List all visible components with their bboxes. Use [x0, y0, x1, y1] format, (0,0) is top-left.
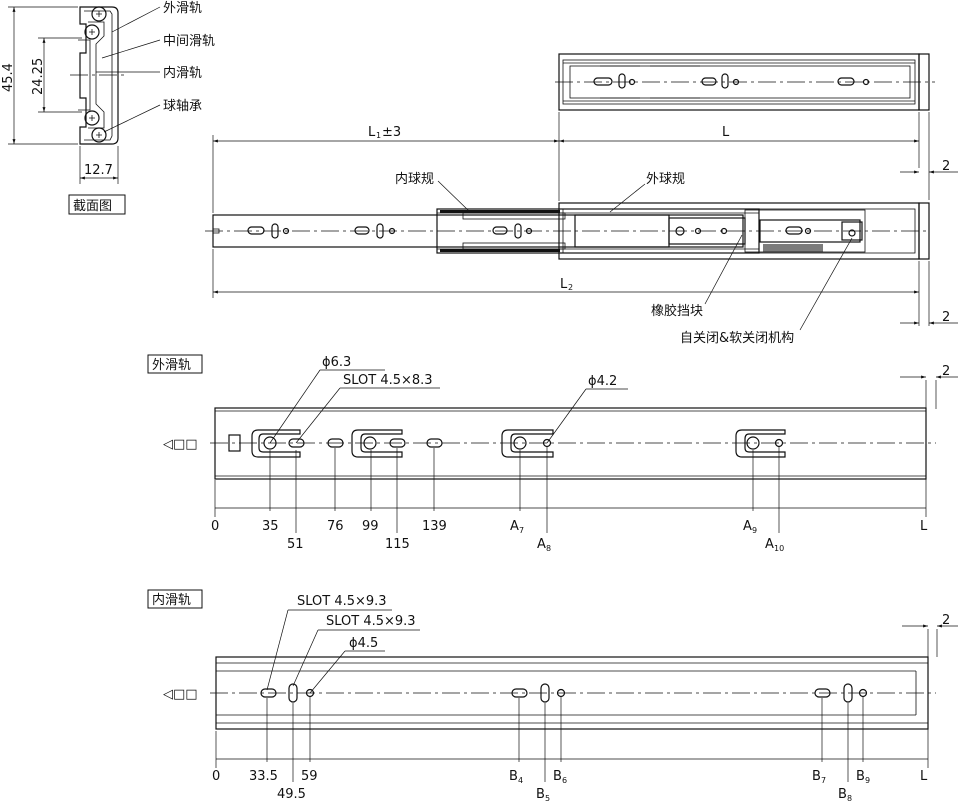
section-title: 截面图	[73, 199, 112, 214]
outer-dim-a8-sub: 8	[546, 544, 551, 553]
label-outer-rail: 外滑轨	[163, 1, 202, 16]
inner-dim-0: 0	[212, 769, 220, 784]
inner-dim-33-5: 33.5	[249, 769, 278, 784]
inner-dim-49-5: 49.5	[277, 787, 306, 802]
inner-view-title: 内滑轨	[152, 592, 191, 608]
inner-dim-b4: B	[509, 769, 518, 784]
outer-dim-76: 76	[327, 519, 344, 534]
outer-dim-a9-sub: 9	[752, 526, 757, 535]
dim-gap-top: 2	[942, 159, 950, 174]
outer-arrow-marker: ◁□□	[163, 437, 198, 452]
outer-dim-139: 139	[422, 519, 447, 534]
inner-dim-b7: B	[812, 769, 821, 784]
label-ball-bearing: 球轴承	[163, 99, 202, 114]
label-rubber-stop: 橡胶挡块	[651, 303, 703, 319]
outer-phi63: ϕ6.3	[322, 355, 351, 370]
outer-view-title-box	[147, 354, 203, 374]
inner-dim-b6-sub: 6	[562, 776, 567, 785]
assembly-dimensions	[212, 112, 958, 331]
outer-dim-99: 99	[362, 519, 379, 534]
inner-dim-b8: B	[838, 787, 847, 802]
outer-dim-51: 51	[287, 537, 304, 552]
cross-section-view	[8, 6, 161, 184]
inner-gap: 2	[942, 613, 950, 628]
inner-dim-b9: B	[856, 769, 865, 784]
inner-dims-top: 0 33.5 59 B 4 B 6 B 7 B 9 L	[212, 769, 928, 785]
dim-width: 12.7	[84, 163, 113, 178]
inner-phi45: ϕ4.5	[349, 636, 378, 651]
inner-dim-b5: B	[536, 787, 545, 802]
dim-height-total: 45.4	[1, 63, 16, 92]
outer-dim-115: 115	[385, 537, 410, 552]
inner-dim-b9-sub: 9	[865, 776, 870, 785]
outer-slot: SLOT 4.5×8.3	[343, 373, 433, 388]
dim-gap-bottom: 2	[942, 310, 950, 325]
inner-dim-b7-sub: 7	[821, 776, 826, 785]
dim-l1-sub: 1	[376, 131, 381, 140]
label-outer-ball-gauge: 外球规	[646, 172, 685, 187]
outer-dim-35: 35	[262, 519, 279, 534]
inner-rail-view	[210, 609, 958, 782]
outer-gap: 2	[942, 364, 950, 379]
extended-rail-view	[205, 202, 930, 260]
outer-dim-a10-sub: 10	[774, 544, 784, 553]
outer-rail-view	[210, 369, 958, 533]
inner-slot1: SLOT 4.5×9.3	[297, 594, 387, 609]
outer-dim-a8: A	[537, 537, 546, 552]
inner-slot2: SLOT 4.5×9.3	[326, 614, 416, 629]
inner-dims-bottom: 49.5 B 5 B 8	[277, 787, 852, 803]
label-self-close: 自关闭&软关闭机构	[680, 331, 794, 346]
outer-dim-l: L	[920, 519, 928, 534]
outer-dims-top: 0 35 76 99 139 A 7 A 9 L	[211, 519, 928, 535]
inner-arrow-marker: ◁□□	[163, 687, 198, 702]
outer-dim-a10: A	[765, 537, 774, 552]
outer-dim-a7: A	[510, 519, 519, 534]
outer-dim-a9: A	[743, 519, 752, 534]
dim-l2-sub: 2	[568, 283, 573, 292]
dim-l: L	[722, 125, 730, 140]
dim-l2: L	[560, 277, 568, 292]
inner-dim-b6: B	[553, 769, 562, 784]
inner-dim-b8-sub: 8	[847, 794, 852, 803]
outer-dims-bottom: 51 115 A 8 A 10	[287, 537, 784, 553]
inner-dim-59: 59	[301, 769, 318, 784]
inner-dim-b4-sub: 4	[518, 776, 523, 785]
closed-rail-view	[555, 53, 935, 111]
inner-dim-l: L	[920, 769, 928, 784]
outer-phi42: ϕ4.2	[588, 374, 617, 389]
outer-view-title: 外滑轨	[152, 358, 191, 373]
dim-l1-tol: ±3	[382, 125, 401, 140]
dim-l1: L	[368, 125, 376, 140]
label-inner-rail: 内滑轨	[163, 65, 202, 81]
label-middle-rail: 中间滑轨	[163, 34, 215, 49]
outer-dim-a7-sub: 7	[519, 526, 524, 535]
inner-view-title-box	[147, 589, 203, 609]
dim-height-inner: 24.25	[31, 58, 46, 95]
section-title-box	[68, 194, 126, 215]
inner-dim-b5-sub: 5	[545, 794, 550, 803]
outer-dim-0: 0	[211, 519, 219, 534]
label-inner-ball-gauge: 内球规	[395, 171, 434, 187]
